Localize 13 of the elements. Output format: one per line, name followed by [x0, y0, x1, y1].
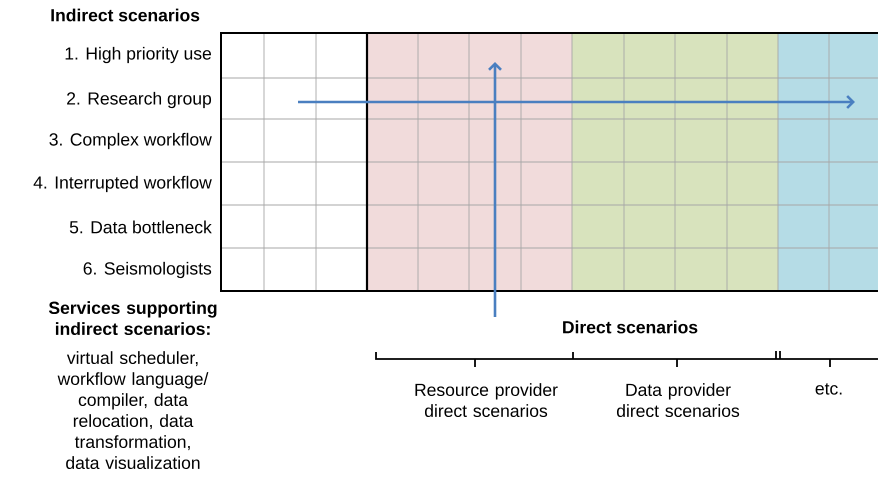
row-label: 6. Seismologists: [84, 262, 212, 278]
row-label: 5. Data bottleneck: [70, 220, 212, 234]
heading: Indirect scenarios: [51, 8, 200, 22]
row-label: 3. Complex workflow: [49, 132, 212, 150]
heading: Direct scenarios: [563, 320, 698, 334]
row-label: 2. Research group: [67, 92, 212, 108]
column-label: Data provider direct scenarios: [616, 383, 740, 418]
column-label: etc.: [816, 383, 842, 395]
service-list: virtual scheduler, workflow language/ compiler, data relocation, data transformation, data visualization: [58, 351, 208, 470]
row-label: 4. Interrupted workflow: [34, 176, 212, 192]
row-label: 1. High priority use: [66, 46, 211, 64]
heading: Services supporting indirect scenarios:: [48, 301, 216, 336]
column-label: Resource provider direct scenarios: [415, 383, 558, 418]
